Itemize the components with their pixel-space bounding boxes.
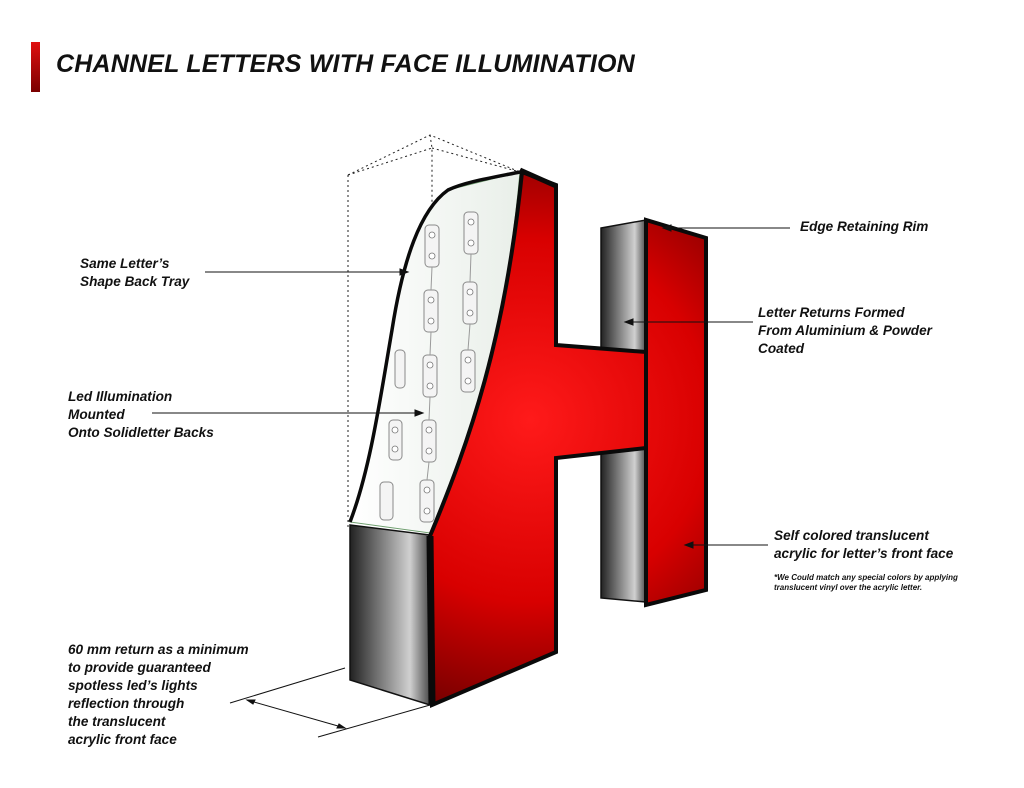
top-rim-edge	[518, 167, 558, 189]
letter-face	[430, 172, 706, 705]
title-accent-bar	[31, 42, 40, 92]
led-wires	[426, 253, 472, 481]
removed-section-outline	[347, 134, 521, 528]
led-chips	[391, 218, 475, 515]
color-match-note: *We Could match any special colors by ap…	[774, 573, 958, 592]
dimension-marks	[229, 667, 431, 738]
left-return-side	[349, 524, 431, 707]
back-tray-edge	[348, 170, 521, 523]
left-face-edge	[426, 535, 436, 706]
letter-returns-label: Letter Returns Formed From Aluminium & P…	[758, 305, 932, 356]
edge-retaining-rim	[427, 169, 708, 709]
page-title: CHANNEL LETTERS WITH FACE ILLUMINATION	[56, 50, 635, 78]
leader-lines	[152, 224, 790, 549]
led-modules	[379, 211, 479, 523]
back-tray-label: Same Letter’s Shape Back Tray	[80, 256, 190, 289]
edge-rim-label: Edge Retaining Rim	[800, 219, 929, 234]
acrylic-face-label: Self colored translucent acrylic for let…	[774, 528, 954, 561]
return-depth-label: 60 mm return as a minimum to provide gua…	[68, 642, 249, 747]
led-illumination-label: Led Illumination Mounted Onto Solidlette…	[68, 389, 214, 440]
